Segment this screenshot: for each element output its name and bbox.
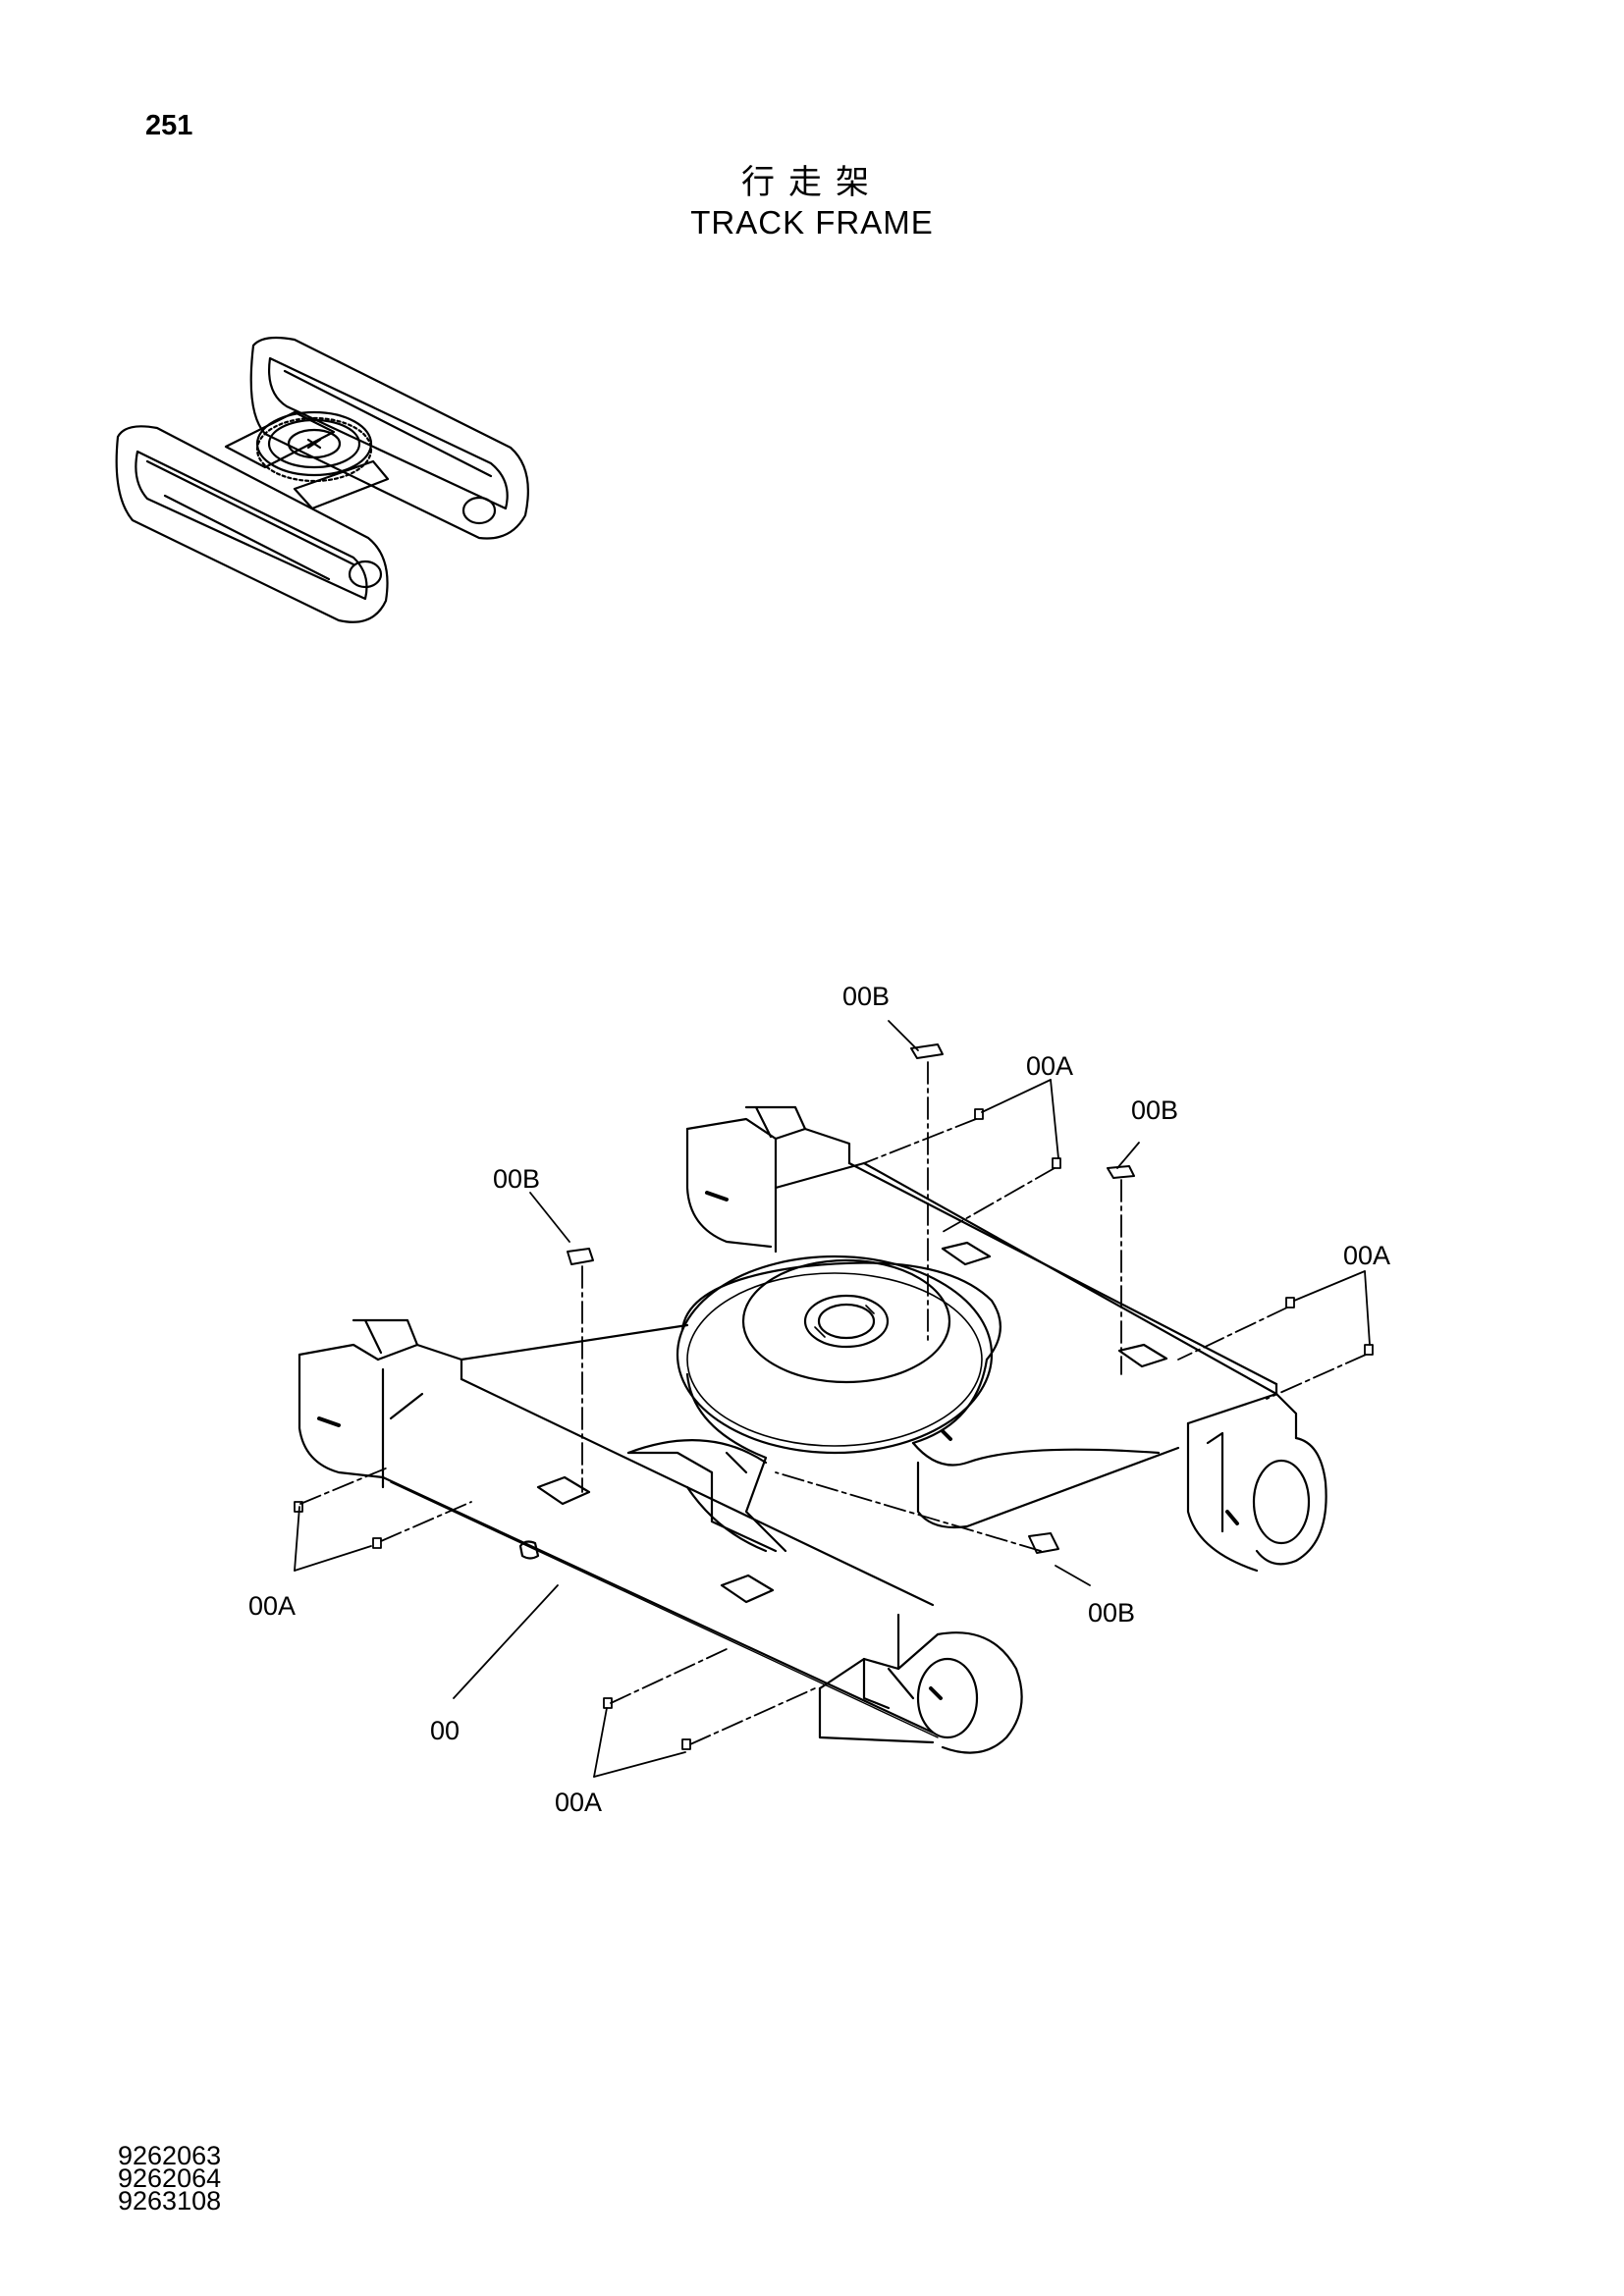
callout-00a-left: 00A	[248, 1591, 296, 1621]
track-frame-drawing	[298, 1105, 1327, 1754]
callout-00a-top: 00A	[1026, 1051, 1073, 1081]
overview-thumbnail	[115, 336, 529, 623]
callout-00b-lower: 00B	[1088, 1598, 1135, 1628]
page-number: 251	[145, 110, 193, 141]
callout-00-main: 00	[430, 1716, 460, 1745]
callout-00b-left: 00B	[493, 1164, 540, 1194]
part-code: 9263108	[118, 2186, 222, 2216]
callout-leaders	[294, 1020, 1374, 1778]
callout-00b-top: 00B	[842, 982, 890, 1011]
part-code-list: 9262063 9262064 9263108	[118, 2141, 222, 2216]
part-code: 9262063	[118, 2141, 222, 2170]
page-title-chinese: 行走架	[741, 163, 883, 202]
callout-00a-bottom: 00A	[555, 1788, 602, 1817]
callout-00a-right: 00A	[1343, 1241, 1390, 1270]
callout-00b-right: 00B	[1131, 1095, 1178, 1125]
page-title-english: TRACK FRAME	[690, 204, 934, 240]
part-code: 9262064	[118, 2163, 222, 2193]
